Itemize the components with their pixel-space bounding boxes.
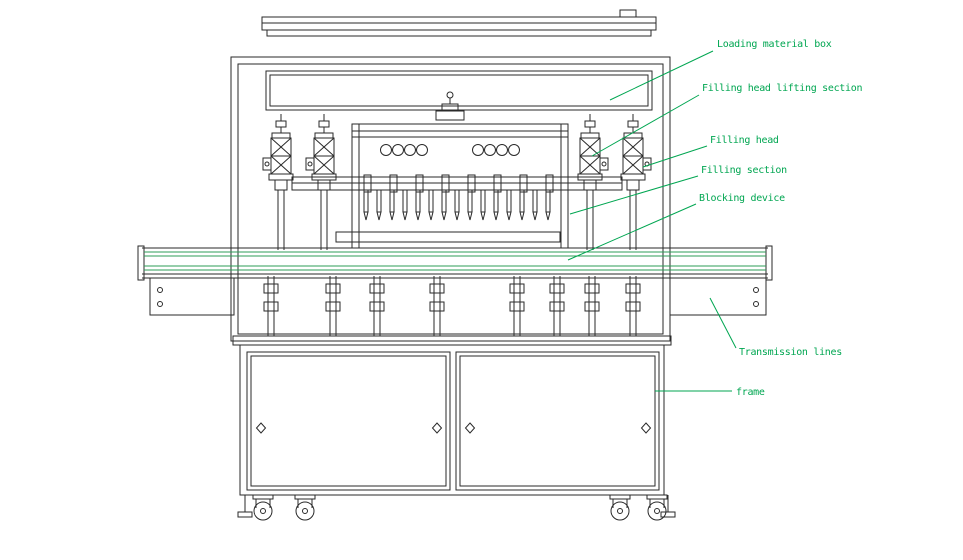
leader-blocking-device bbox=[567, 203, 697, 261]
loading-material-box-part bbox=[265, 70, 653, 111]
filling-head-valves bbox=[262, 113, 652, 251]
leader-filling-head-lifting-section bbox=[591, 94, 700, 157]
label-filling-section: Filling section bbox=[701, 165, 787, 176]
door-handle-icon bbox=[640, 422, 652, 434]
conveyor-rails bbox=[137, 245, 773, 281]
caster-wheels bbox=[237, 494, 676, 521]
leader-lines bbox=[567, 50, 737, 392]
label-frame: frame bbox=[736, 387, 765, 398]
door-handle-icon bbox=[464, 422, 476, 434]
conveyor-side-plates bbox=[149, 277, 767, 316]
filling-section-nozzles bbox=[335, 189, 561, 243]
blocking-device-posts bbox=[263, 275, 641, 337]
label-filling-head: Filling head bbox=[710, 135, 779, 146]
door-handle-icon bbox=[431, 422, 443, 434]
annotation-labels: Loading material box Filling head liftin… bbox=[699, 39, 863, 398]
top-cover bbox=[261, 9, 657, 37]
enclosure-frame bbox=[230, 56, 671, 342]
leader-transmission-lines bbox=[709, 297, 737, 349]
label-filling-head-lifting-section: Filling head lifting section bbox=[702, 83, 862, 94]
filling-head-lifting-frame bbox=[351, 91, 569, 249]
leader-loading-material-box bbox=[609, 50, 714, 101]
label-loading-material-box: Loading material box bbox=[717, 39, 832, 50]
leader-filling-section bbox=[569, 175, 699, 215]
label-blocking-device: Blocking device bbox=[699, 193, 785, 204]
leader-filling-head bbox=[642, 145, 708, 168]
frame-cabinet bbox=[232, 335, 672, 496]
manifold-bar bbox=[291, 174, 623, 193]
label-transmission-lines: Transmission lines bbox=[739, 347, 842, 358]
leveling-feet bbox=[237, 495, 676, 518]
door-handle-icon bbox=[255, 422, 267, 434]
transmission-line-belt bbox=[144, 251, 766, 271]
